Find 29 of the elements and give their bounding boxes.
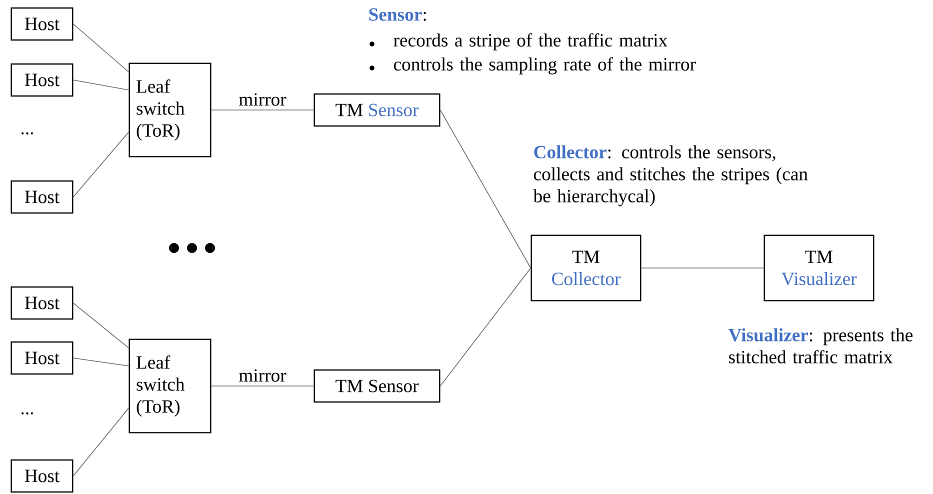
bullet-text: controls the sampling rate of the mirror: [394, 57, 696, 74]
ellipsis-text: ...: [22, 412, 34, 414]
switch-box: Leaf switch (ToR): [128, 62, 212, 158]
host-box: Host: [10, 63, 74, 97]
sensor-box: TM Sensor: [314, 93, 440, 127]
connector-line: [72, 358, 130, 366]
bullet-text: records a stripe of the traffic matrix: [394, 33, 668, 50]
connector-line: [440, 110, 532, 268]
sensor-box: TM Sensor: [314, 369, 440, 403]
connector-line: [440, 268, 532, 386]
host-box: Host: [10, 341, 74, 375]
connector-line: [72, 24, 130, 72]
host-box: Host: [10, 180, 74, 214]
component-box: TM Collector: [530, 234, 642, 302]
heading-text: Sensor:: [369, 8, 426, 21]
connector-line: [72, 80, 130, 90]
host-box: Host: [10, 286, 74, 320]
ellipsis-text: ...: [22, 132, 34, 134]
component-box: TM Visualizer: [764, 234, 874, 302]
connector-line: [72, 132, 130, 198]
connector-line: [72, 408, 130, 476]
switch-box: Leaf switch (ToR): [128, 338, 212, 434]
edge-label: mirror: [237, 368, 288, 384]
annotation-text: Visualizer: presents the stitched traffic matrix: [728, 328, 913, 364]
annotation-text: Collector: controls the sensors, collects and stitches the stripes (can be hierarchycal): [533, 145, 808, 206]
host-box: Host: [10, 7, 74, 41]
connector-line: [72, 302, 130, 348]
edge-label: mirror: [237, 92, 288, 108]
host-box: Host: [10, 459, 74, 493]
